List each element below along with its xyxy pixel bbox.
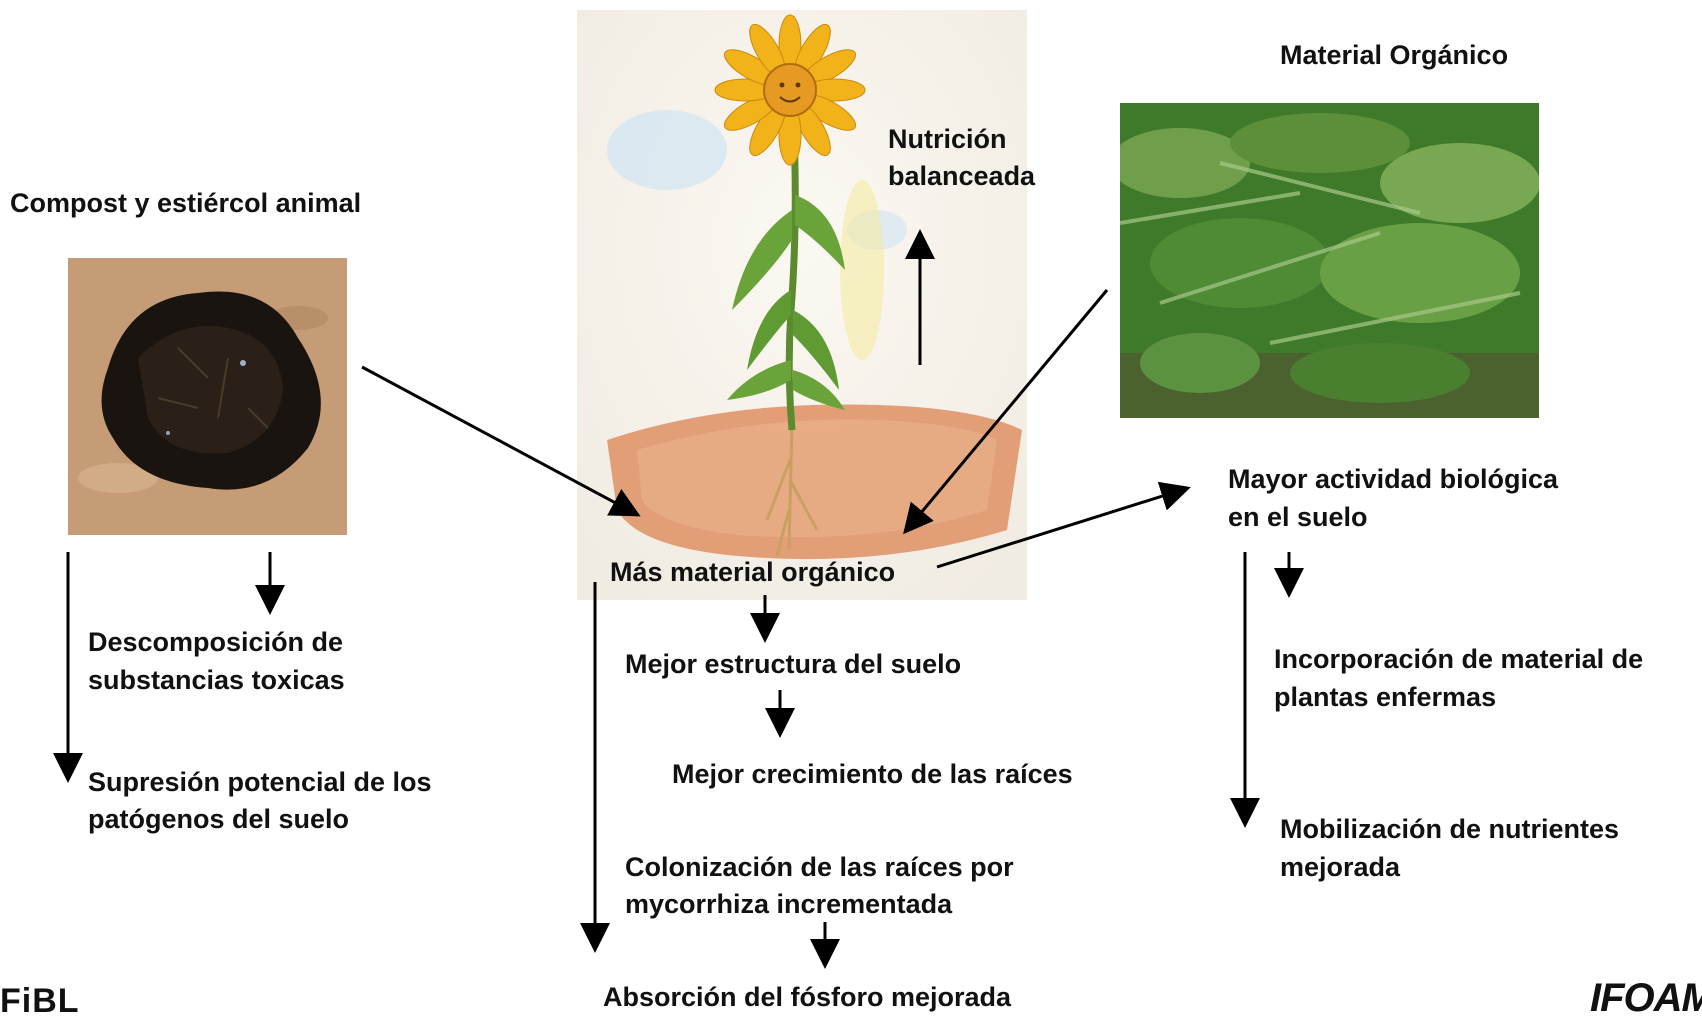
compost-title: Compost y estiércol animal — [10, 188, 362, 218]
mobilizacion-label-line2: mejorada — [1280, 852, 1401, 882]
mas-material-label: Más material orgánico — [610, 557, 896, 587]
organic-material-photo — [1120, 103, 1539, 418]
sunflower-illustration — [577, 10, 1027, 600]
compost-photo — [68, 258, 347, 535]
incorporacion-label-line1: Incorporación de material de — [1274, 644, 1644, 674]
fibl-logo: FiBL — [0, 982, 80, 1020]
nutricion-label-line2: balanceada — [888, 161, 1036, 191]
sunflower-drawing — [577, 10, 1027, 600]
descomposicion-label-line1: Descomposición de — [88, 627, 344, 657]
colonizacion-label-line2: mycorrhiza incrementada — [625, 889, 953, 919]
green-foliage — [1120, 103, 1539, 418]
mayor-actividad-label-line1: Mayor actividad biológica — [1228, 464, 1559, 494]
mobilizacion-label-line1: Mobilización de nutrientes — [1280, 814, 1620, 844]
colonizacion-label-line1: Colonización de las raíces por — [625, 852, 1014, 882]
supresion-label-line1: Supresión potencial de los — [88, 767, 432, 797]
material-organico-title: Material Orgánico — [1280, 40, 1509, 70]
ifoam-logo: IFOAM — [1590, 976, 1702, 1020]
supresion-label-line2: patógenos del suelo — [88, 804, 350, 834]
mejor-estructura-label: Mejor estructura del suelo — [625, 649, 962, 679]
compost-heap — [68, 258, 347, 535]
mayor-actividad-label-line2: en el suelo — [1228, 502, 1368, 532]
descomposicion-label-line2: substancias toxicas — [88, 665, 345, 695]
nutricion-label-line1: Nutrición — [888, 124, 1007, 154]
incorporacion-label-line2: plantas enfermas — [1274, 682, 1497, 712]
mejor-crecimiento-label: Mejor crecimiento de las raíces — [672, 759, 1073, 789]
absorcion-label: Absorción del fósforo mejorada — [603, 982, 1012, 1012]
